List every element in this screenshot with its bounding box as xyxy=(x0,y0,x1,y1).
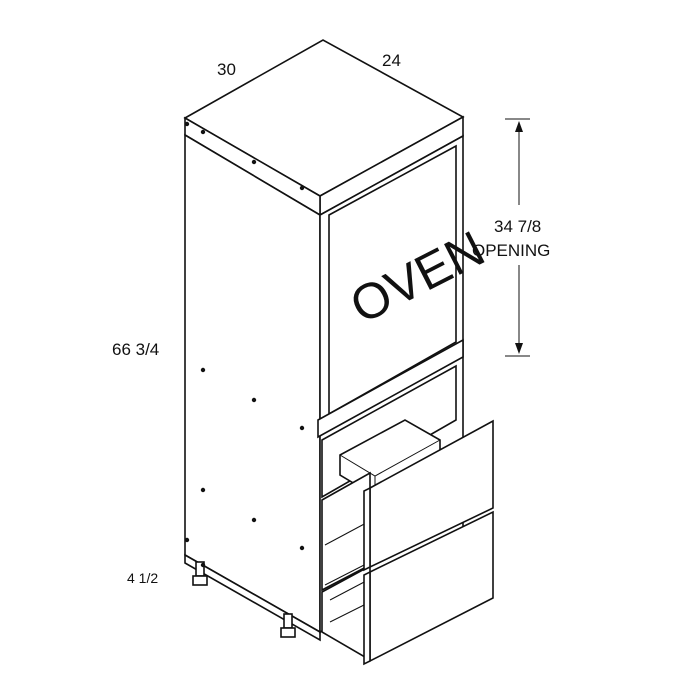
drawer-fronts xyxy=(363,419,494,666)
toe-kick-label: 4 1/2 xyxy=(127,570,158,586)
opening-dimension xyxy=(505,118,530,357)
middle-rail xyxy=(317,338,464,439)
left-side-panel xyxy=(184,133,321,634)
leg-front xyxy=(280,613,296,638)
drawer-front-lower-side xyxy=(363,570,371,666)
height-label: 66 3/4 xyxy=(112,340,159,359)
arrow-up-icon xyxy=(515,121,523,132)
leg-left xyxy=(192,561,208,586)
width-label: 30 xyxy=(217,60,236,79)
arrow-down-icon xyxy=(515,343,523,354)
drawer-front-upper-side xyxy=(363,486,371,572)
oven-opening xyxy=(328,144,457,416)
leveling-legs xyxy=(192,561,296,638)
shelf-pin-holes xyxy=(184,121,305,568)
opening-word-label: OPENING xyxy=(472,241,550,260)
depth-label: 24 xyxy=(382,51,401,70)
opening-value-label: 34 7/8 xyxy=(494,217,541,236)
